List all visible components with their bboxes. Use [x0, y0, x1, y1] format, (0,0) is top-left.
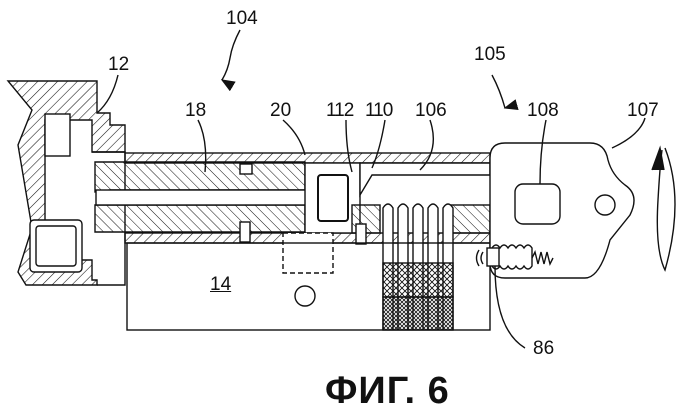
label-18: 18 — [185, 100, 207, 121]
spring-86 — [475, 244, 554, 270]
body-hole — [294, 285, 316, 307]
door-housing-12 — [6, 80, 126, 286]
label-106: 106 — [415, 100, 447, 121]
label-112: 112 — [326, 100, 354, 121]
label-20: 20 — [270, 100, 292, 121]
rotation-arrow — [656, 147, 676, 272]
cylinder-body-14 — [126, 242, 491, 331]
label-107: 107 — [627, 100, 659, 121]
label-105: 105 — [474, 44, 506, 65]
label-110: 110 — [365, 100, 393, 121]
leader-107 — [611, 117, 646, 149]
label-86: 86 — [533, 338, 555, 359]
leader-110 — [371, 119, 386, 169]
leader-112 — [345, 119, 353, 173]
leader-105 — [491, 74, 519, 111]
key-hole — [594, 194, 616, 216]
pin-chamber — [351, 162, 491, 245]
key-window-108 — [514, 183, 561, 225]
pin-stacks — [382, 203, 454, 331]
label-14: 14 — [210, 274, 232, 295]
leader-106 — [419, 119, 434, 171]
leader-18 — [197, 119, 207, 173]
key-107 — [489, 142, 635, 279]
leader-12 — [96, 74, 119, 114]
plug-18 — [94, 161, 307, 243]
label-104: 104 — [226, 8, 258, 29]
leader-108 — [539, 119, 547, 185]
leader-86 — [494, 265, 526, 349]
figure-caption: ФИГ. 6 — [325, 370, 450, 412]
cam-20 — [282, 162, 361, 274]
label-108: 108 — [527, 100, 559, 121]
leader-20 — [282, 119, 306, 156]
label-12: 12 — [108, 54, 130, 75]
leader-104 — [220, 29, 241, 92]
